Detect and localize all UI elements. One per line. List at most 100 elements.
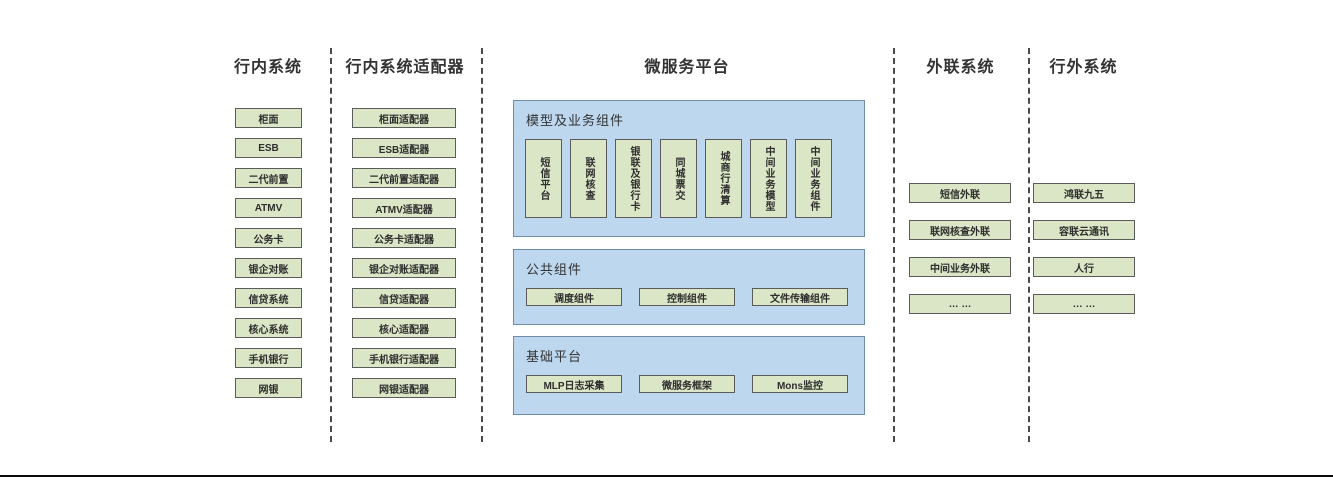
panel-common-label: 公共组件 [526, 262, 583, 277]
column-title-external-link-systems: 外联系统 [926, 59, 995, 76]
system-box-label: 网银 [258, 384, 279, 396]
outside-system-box: … … [1033, 294, 1135, 314]
system-box: ESB [235, 138, 302, 158]
system-box-label: 手机银行 [248, 354, 289, 366]
adapter-box: 二代前置适配器 [352, 168, 456, 188]
external-link-label: 联网核查外联 [930, 226, 990, 238]
internal-systems-list: 柜面 ESB 二代前置 ATMV 公务卡 银企对账 信贷系统 [235, 108, 302, 398]
common-component-box: 文件传输组件 [752, 288, 848, 306]
business-component-box: 中间业务模型 [750, 139, 787, 218]
adapter-box-label: 银企对账适配器 [369, 264, 439, 276]
panel-base-platform: 基础平台 MLP日志采集 微服务框架 Mons监控 [513, 336, 865, 415]
column-title-outside-systems: 行外系统 [1049, 59, 1118, 76]
outside-system-box: 鸿联九五 [1033, 183, 1135, 203]
external-link-box: 联网核查外联 [909, 220, 1011, 240]
internal-adapters-list: 柜面适配器 ESB适配器 二代前置适配器 ATMV适配器 公务卡适配器 银企对账… [352, 108, 456, 398]
system-box-label: 核心系统 [248, 324, 289, 336]
column-title-internal-systems: 行内系统 [233, 59, 302, 76]
panel-model-business-components: 模型及业务组件 短信平台 联网核查 银联及银行卡 同城票交 [513, 100, 865, 237]
business-component-label: 联网核查 [583, 156, 594, 201]
adapter-box: 公务卡适配器 [352, 228, 456, 248]
system-box: 柜面 [235, 108, 302, 128]
adapter-box: 信贷适配器 [352, 288, 456, 308]
adapter-box: 核心适配器 [352, 318, 456, 338]
system-box: 信贷系统 [235, 288, 302, 308]
common-component-box: 调度组件 [526, 288, 622, 306]
panel-base-label: 基础平台 [526, 349, 583, 364]
system-box-label: 二代前置 [248, 174, 289, 186]
external-link-label: … … [948, 298, 972, 310]
column-title-internal-adapters: 行内系统适配器 [345, 59, 465, 76]
business-component-box: 银联及银行卡 [615, 139, 652, 218]
business-component-box: 城商行清算 [705, 139, 742, 218]
system-box: 核心系统 [235, 318, 302, 338]
model-business-box-row: 短信平台 联网核查 银联及银行卡 同城票交 城商行清算 [525, 139, 832, 218]
external-link-box: 中间业务外联 [909, 257, 1011, 277]
adapter-box-label: 网银适配器 [379, 384, 429, 396]
adapter-box-label: 公务卡适配器 [374, 234, 434, 246]
adapter-box-label: ATMV适配器 [375, 204, 433, 216]
outside-system-box: 人行 [1033, 257, 1135, 277]
adapter-box: 网银适配器 [352, 378, 456, 398]
system-box: 二代前置 [235, 168, 302, 188]
outside-system-label: 鸿联九五 [1064, 189, 1104, 201]
column-title-microservice-platform: 微服务平台 [644, 59, 730, 76]
outside-system-label: … … [1072, 298, 1096, 310]
external-link-systems-list: 短信外联 联网核查外联 中间业务外联 … … [909, 183, 1011, 314]
external-link-box: … … [909, 294, 1011, 314]
external-link-label: 中间业务外联 [930, 263, 990, 275]
adapter-box: ATMV适配器 [352, 198, 456, 218]
adapter-box-label: 二代前置适配器 [369, 174, 439, 186]
column-divider-2 [481, 48, 483, 442]
panel-model-business-label: 模型及业务组件 [526, 113, 625, 128]
base-platform-box: 微服务框架 [639, 375, 735, 393]
base-platform-label: MLP日志采集 [543, 380, 605, 392]
adapter-box: 手机银行适配器 [352, 348, 456, 368]
system-box-label: 柜面 [258, 114, 279, 126]
outside-systems-list: 鸿联九五 容联云通讯 人行 … … [1033, 183, 1135, 314]
adapter-box-label: 柜面适配器 [379, 114, 429, 126]
bottom-rule [0, 475, 1333, 477]
business-component-label: 中间业务组件 [808, 145, 819, 212]
system-box: 公务卡 [235, 228, 302, 248]
business-component-box: 联网核查 [570, 139, 607, 218]
system-box-label: ESB [258, 142, 279, 154]
system-box-label: 公务卡 [253, 234, 284, 246]
system-box: 银企对账 [235, 258, 302, 278]
adapter-box-label: 手机银行适配器 [369, 354, 439, 366]
adapter-box: 柜面适配器 [352, 108, 456, 128]
business-component-label: 中间业务模型 [763, 145, 774, 212]
panel-common-components: 公共组件 调度组件 控制组件 文件传输组件 [513, 249, 865, 325]
business-component-label: 城商行清算 [718, 151, 729, 206]
column-divider-1 [330, 48, 332, 442]
system-box-label: 信贷系统 [248, 294, 289, 306]
common-component-label: 调度组件 [554, 293, 594, 305]
business-component-label: 同城票交 [673, 156, 684, 201]
system-box-label: ATMV [254, 202, 283, 214]
system-box-label: 银企对账 [248, 264, 289, 276]
column-divider-3 [893, 48, 895, 442]
outside-system-box: 容联云通讯 [1033, 220, 1135, 240]
common-component-label: 文件传输组件 [770, 293, 830, 305]
adapter-box: 银企对账适配器 [352, 258, 456, 278]
base-platform-label: 微服务框架 [662, 380, 712, 392]
business-component-box: 同城票交 [660, 139, 697, 218]
system-box: ATMV [235, 198, 302, 218]
common-component-box: 控制组件 [639, 288, 735, 306]
adapter-box-label: 信贷适配器 [379, 294, 429, 306]
external-link-label: 短信外联 [940, 189, 980, 201]
system-box: 手机银行 [235, 348, 302, 368]
business-component-label: 短信平台 [538, 156, 549, 201]
base-platform-label: Mons监控 [776, 380, 824, 392]
base-platform-box-row: MLP日志采集 微服务框架 Mons监控 [526, 375, 848, 393]
business-component-label: 银联及银行卡 [628, 145, 639, 212]
base-platform-box: MLP日志采集 [526, 375, 622, 393]
common-components-box-row: 调度组件 控制组件 文件传输组件 [526, 288, 848, 306]
adapter-box-label: ESB适配器 [378, 144, 430, 156]
business-component-box: 短信平台 [525, 139, 562, 218]
adapter-box-label: 核心适配器 [379, 324, 429, 336]
column-divider-4 [1028, 48, 1030, 442]
external-link-box: 短信外联 [909, 183, 1011, 203]
base-platform-box: Mons监控 [752, 375, 848, 393]
